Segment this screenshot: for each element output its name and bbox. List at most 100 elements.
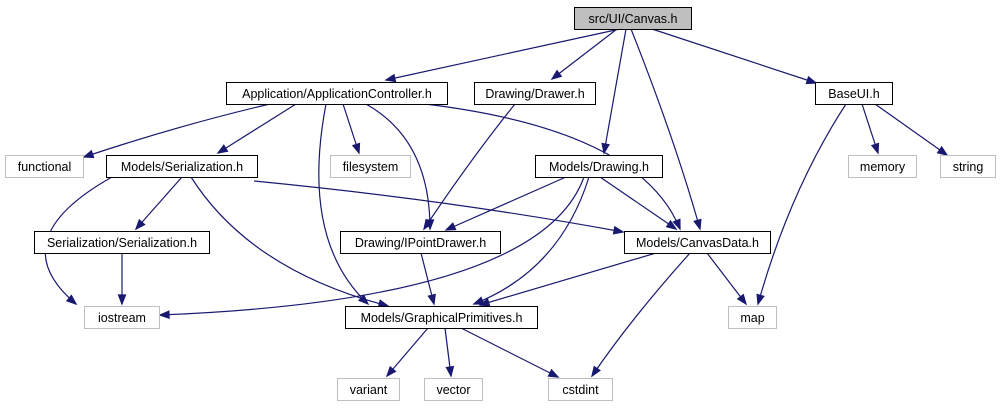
arrowhead bbox=[936, 145, 949, 156]
node-box bbox=[535, 155, 663, 178]
node-label: filesystem bbox=[343, 160, 399, 174]
node-box bbox=[84, 306, 160, 329]
arrowhead bbox=[445, 365, 455, 378]
node-label: map bbox=[740, 311, 764, 325]
node-box bbox=[548, 378, 613, 401]
node-label: iostream bbox=[98, 311, 146, 325]
node-box bbox=[340, 231, 501, 254]
arrowhead bbox=[612, 225, 625, 235]
node-baseui[interactable]: BaseUI.h bbox=[815, 82, 893, 105]
node-box bbox=[728, 306, 777, 329]
edge-appctrl-to-functional bbox=[82, 103, 271, 159]
arrowhead bbox=[216, 144, 229, 154]
node-label: BaseUI.h bbox=[828, 87, 879, 101]
node-label: Models/GraphicalPrimitives.h bbox=[361, 311, 523, 325]
edge-appctrl-to-modelsser bbox=[216, 103, 297, 154]
node-modelsdrawing[interactable]: Models/Drawing.h bbox=[535, 155, 663, 178]
node-cstdint: cstdint bbox=[548, 378, 613, 401]
arrowhead bbox=[351, 142, 361, 155]
node-canvasdata[interactable]: Models/CanvasData.h bbox=[624, 231, 771, 254]
node-box bbox=[815, 82, 893, 105]
arrowhead bbox=[427, 293, 436, 306]
node-box bbox=[330, 155, 411, 178]
edge-modelsdrawing-to-iostream bbox=[158, 176, 585, 319]
node-serser[interactable]: Serialization/Serialization.h bbox=[34, 231, 210, 254]
edge-canvasdata-to-graphprim bbox=[478, 252, 657, 307]
node-box bbox=[424, 378, 483, 401]
edge-modelsser-to-canvasdata bbox=[253, 180, 625, 235]
arrowhead bbox=[805, 75, 818, 85]
node-box bbox=[624, 231, 771, 254]
node-box bbox=[226, 82, 448, 105]
arrowhead bbox=[82, 149, 95, 159]
node-box bbox=[345, 306, 538, 329]
arrowhead bbox=[693, 218, 702, 231]
edge-canvasdata-to-map bbox=[706, 252, 748, 306]
node-label: functional bbox=[18, 160, 72, 174]
arrowhead bbox=[547, 368, 560, 378]
node-map: map bbox=[728, 306, 777, 329]
edge-graphprim-to-variant bbox=[385, 327, 429, 378]
edge-modelsdrawing-to-ipointdrawer bbox=[444, 176, 567, 231]
node-iostream: iostream bbox=[84, 306, 160, 329]
node-string: string bbox=[940, 155, 996, 178]
node-box bbox=[574, 7, 692, 30]
arrowhead bbox=[870, 142, 880, 155]
edge-drawer-to-ipointdrawer bbox=[423, 103, 516, 231]
edge-baseui-to-memory bbox=[861, 103, 880, 155]
arrowhead bbox=[385, 365, 397, 378]
node-label: string bbox=[953, 160, 984, 174]
node-drawer[interactable]: Drawing/Drawer.h bbox=[474, 82, 596, 105]
arrowhead bbox=[601, 142, 610, 155]
arrowhead bbox=[384, 73, 397, 83]
node-label: cstdint bbox=[562, 383, 599, 397]
node-label: Serialization/Serialization.h bbox=[47, 236, 197, 250]
node-vector: vector bbox=[424, 378, 483, 401]
edge-baseui-to-string bbox=[874, 103, 949, 156]
node-ipointdrawer[interactable]: Drawing/IPointDrawer.h bbox=[340, 231, 501, 254]
edge-graphprim-to-cstdint bbox=[460, 327, 560, 378]
node-box bbox=[940, 155, 996, 178]
node-box bbox=[106, 155, 258, 178]
edge-canvasdata-to-cstdint bbox=[591, 252, 691, 378]
edge-canvas-to-drawer bbox=[550, 28, 618, 81]
edge-canvas-to-canvasdata bbox=[630, 28, 702, 231]
node-graphprim[interactable]: Models/GraphicalPrimitives.h bbox=[345, 306, 538, 329]
edge-appctrl-to-canvasdata bbox=[424, 103, 681, 231]
node-memory: memory bbox=[848, 155, 917, 178]
edge-modelsdrawing-to-canvasdata bbox=[599, 176, 678, 230]
node-filesystem: filesystem bbox=[330, 155, 411, 178]
node-label: Drawing/IPointDrawer.h bbox=[355, 236, 486, 250]
edge-appctrl-to-graphprim bbox=[318, 103, 370, 306]
arrowhead bbox=[444, 222, 457, 231]
node-label: variant bbox=[350, 383, 388, 397]
node-label: Models/Serialization.h bbox=[121, 160, 243, 174]
node-box bbox=[34, 231, 210, 254]
arrowhead bbox=[736, 293, 748, 306]
node-label: Drawing/Drawer.h bbox=[485, 87, 584, 101]
edge-modelsdrawing-to-graphprim bbox=[472, 176, 590, 305]
edge-graphprim-to-vector bbox=[444, 327, 455, 378]
edge-modelsser-to-serser bbox=[134, 176, 183, 231]
node-canvas[interactable]: src/UI/Canvas.h bbox=[574, 7, 692, 30]
node-modelsser[interactable]: Models/Serialization.h bbox=[106, 155, 258, 178]
arrowhead bbox=[478, 298, 491, 307]
arrowhead bbox=[756, 293, 765, 306]
nodes-layer: src/UI/Canvas.hApplication/ApplicationCo… bbox=[5, 7, 996, 401]
edge-serser-to-iostream bbox=[117, 253, 127, 306]
arrowhead bbox=[158, 310, 170, 319]
node-appctrl[interactable]: Application/ApplicationController.h bbox=[226, 82, 448, 105]
node-box bbox=[337, 378, 400, 401]
node-box bbox=[848, 155, 917, 178]
node-variant: variant bbox=[337, 378, 400, 401]
node-label: vector bbox=[436, 383, 470, 397]
edge-canvas-to-appctrl bbox=[384, 28, 621, 83]
arrowhead bbox=[665, 219, 678, 230]
edge-ipointdrawer-to-graphprim bbox=[420, 252, 436, 306]
node-label: memory bbox=[860, 160, 906, 174]
arrowhead bbox=[134, 218, 146, 231]
arrowhead bbox=[423, 218, 433, 231]
node-functional: functional bbox=[5, 155, 84, 178]
arrowhead bbox=[672, 218, 681, 231]
